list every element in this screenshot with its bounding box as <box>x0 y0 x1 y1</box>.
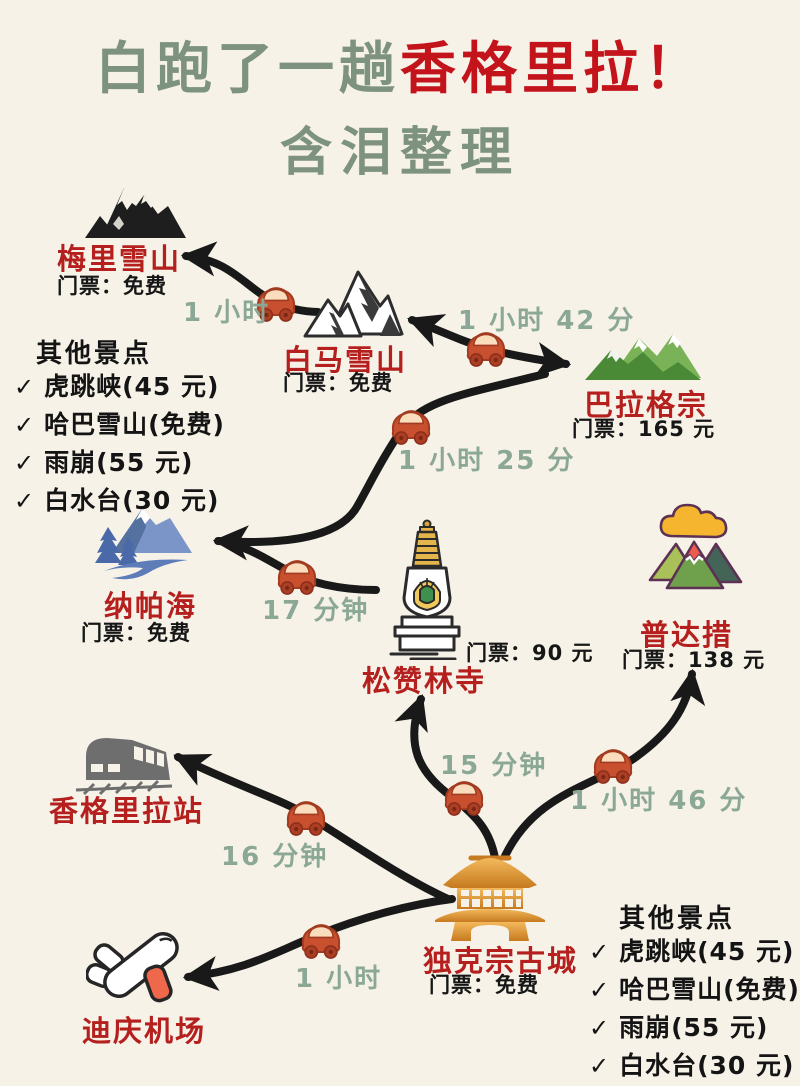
meili-snow-mountain-icon <box>85 188 186 238</box>
baima-snow-mountain-icon <box>303 270 404 338</box>
time-dukezong-songzanlin: 15 分钟 <box>440 751 548 781</box>
car-icon <box>295 917 347 961</box>
songzanlin-ticket: 门票：90 元 <box>466 641 594 665</box>
balagezong-mountain-icon <box>585 334 701 380</box>
list-item: ✓ 哈巴雪山(免费) <box>589 971 800 1009</box>
station-label: 香格里拉站 <box>49 794 205 828</box>
pudacuo-icon <box>648 503 743 590</box>
balagezong-ticket: 门票：165 元 <box>572 417 716 441</box>
time-baima-meili: 1 小时 <box>183 298 271 328</box>
check-icon: ✓ <box>589 976 611 1004</box>
attraction-label: 白水台(30 元) <box>619 1051 795 1080</box>
list-item: ✓ 雨崩(55 元) <box>14 444 225 482</box>
list-item: ✓ 哈巴雪山(免费) <box>14 406 225 444</box>
check-icon: ✓ <box>14 487 36 515</box>
other-attractions-header-right: 其他景点 <box>619 904 736 934</box>
list-item: ✓ 虎跳峡(45 元) <box>14 368 225 406</box>
airport-label: 迪庆机场 <box>82 1014 207 1048</box>
check-icon: ✓ <box>14 449 36 477</box>
route-balagezong-napahai <box>212 370 549 561</box>
baima-ticket: 门票：免费 <box>283 371 393 395</box>
airport-plane-icon <box>86 931 179 1003</box>
time-dukezong-station: 16 分钟 <box>221 842 329 872</box>
list-item: ✓ 白水台(30 元) <box>14 482 225 520</box>
napahai-icon <box>95 509 192 580</box>
meili-label: 梅里雪山 <box>57 242 182 276</box>
poster-subtitle: 含泪整理 <box>279 123 520 183</box>
time-baima-balagezong: 1 小时 42 分 <box>458 306 636 336</box>
attraction-label: 虎跳峡(45 元) <box>44 372 220 401</box>
time-balagezong-napahai: 1 小时 25 分 <box>398 446 576 476</box>
poster-title: 白跑了一趟香格里拉！ <box>0 24 800 105</box>
meili-ticket: 门票：免费 <box>57 274 167 298</box>
dukezong-town-icon <box>435 855 545 941</box>
check-icon: ✓ <box>14 373 36 401</box>
check-icon: ✓ <box>14 411 36 439</box>
title-part1: 白跑了一趟 <box>95 37 400 102</box>
route-dukezong-pudacuo <box>501 668 706 860</box>
pudacuo-label: 普达措 <box>640 618 734 652</box>
pudacuo-ticket: 门票：138 元 <box>622 648 766 672</box>
car-icon <box>280 794 332 838</box>
songzanlin-label: 松赞林寺 <box>362 664 487 698</box>
napahai-ticket: 门票：免费 <box>81 621 191 645</box>
baima-label: 白马雪山 <box>283 343 408 377</box>
attraction-label: 白水台(30 元) <box>44 486 220 515</box>
time-dukezong-airport: 1 小时 <box>295 964 383 994</box>
time-dukezong-pudacuo: 1 小时 46 分 <box>570 786 748 816</box>
balagezong-label: 巴拉格宗 <box>584 388 709 422</box>
check-icon: ✓ <box>589 938 611 966</box>
check-icon: ✓ <box>589 1014 611 1042</box>
railway-station-icon <box>75 738 173 796</box>
list-item: ✓ 白水台(30 元) <box>589 1047 800 1085</box>
list-item: ✓ 雨崩(55 元) <box>589 1009 800 1047</box>
route-baima-meili <box>180 241 322 316</box>
attraction-label: 雨崩(55 元) <box>619 1013 769 1042</box>
title-part2: 香格里拉！ <box>400 37 705 102</box>
attraction-label: 雨崩(55 元) <box>44 448 194 477</box>
dukezong-label: 独克宗古城 <box>423 944 579 978</box>
time-songzanlin-napahai: 17 分钟 <box>262 596 370 626</box>
songzanlin-stupa-icon <box>389 519 461 660</box>
attraction-label: 哈巴雪山(免费) <box>44 410 225 439</box>
other-attractions-list-left: ✓ 虎跳峡(45 元) ✓ 哈巴雪山(免费) ✓ 雨崩(55 元) ✓ 白水台(30 元… <box>14 368 225 520</box>
attraction-label: 虎跳峡(45 元) <box>619 937 795 966</box>
dukezong-ticket: 门票：免费 <box>429 973 539 997</box>
napahai-label: 纳帕海 <box>104 589 198 623</box>
check-icon: ✓ <box>589 1052 611 1080</box>
attraction-label: 哈巴雪山(免费) <box>619 975 800 1004</box>
list-item: ✓ 虎跳峡(45 元) <box>589 933 800 971</box>
other-attractions-header-left: 其他景点 <box>36 339 153 369</box>
other-attractions-list-right: ✓ 虎跳峡(45 元) ✓ 哈巴雪山(免费) ✓ 雨崩(55 元) ✓ 白水台(30 元… <box>589 933 800 1085</box>
